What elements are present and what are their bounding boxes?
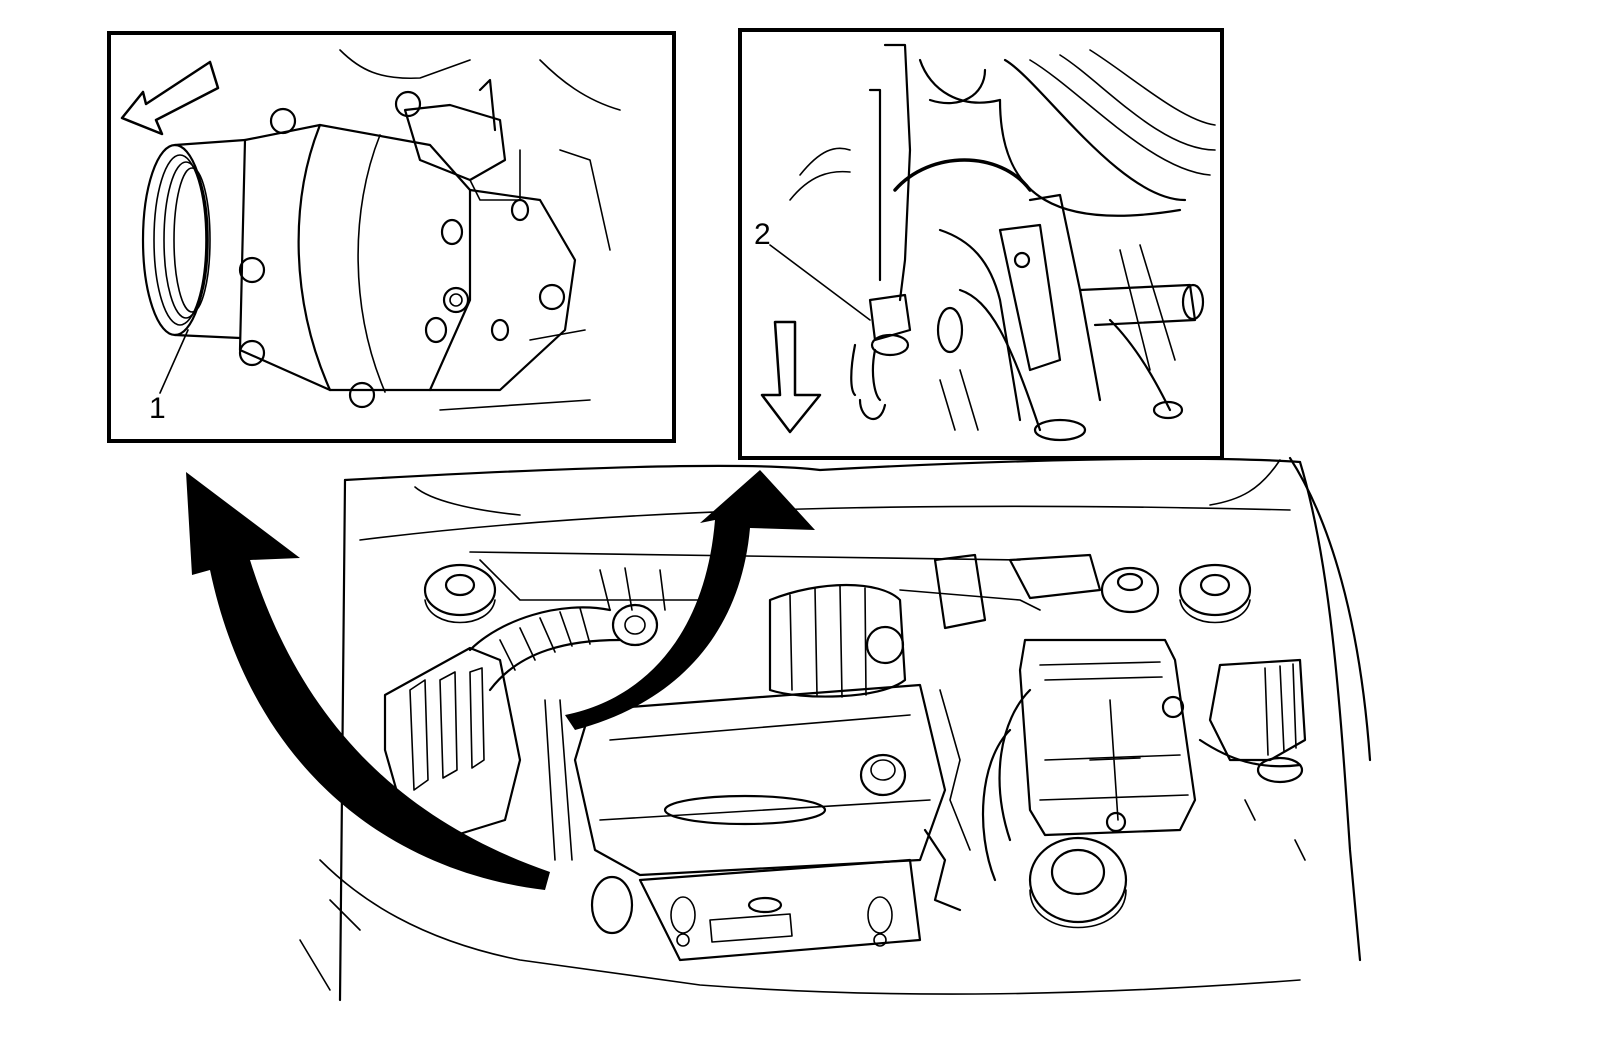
resonator-duct [768,583,907,698]
engine-bay-illustration [299,456,1372,1002]
lower-engine-block [590,858,922,962]
callout-2-leader [769,244,871,321]
hose-assembly [789,43,1216,442]
hose-inset-frame [738,28,1224,460]
hose-inset: 2 [738,28,1224,460]
callout-1-label: 1 [149,392,166,425]
arrow-down-hollow-icon [760,320,822,434]
engine-valve-cover [573,683,947,877]
fuse-box [1198,658,1307,861]
curved-arrow-to-compressor-icon [186,472,550,890]
reservoir-caps [1028,566,1160,929]
left-strut-mount [423,563,497,624]
callout-2-label: 2 [754,218,771,251]
air-cleaner-box [383,646,522,842]
compressor-inset: 1 [107,31,676,443]
callout-1-leader [159,329,189,394]
intake-duct [468,603,659,692]
arrow-left-hollow-icon [120,60,220,136]
ac-compressor [141,49,621,411]
battery [981,638,1197,882]
compressor-inset-frame [107,31,676,443]
right-strut-mount [1178,563,1252,624]
firewall-lines [469,551,1102,912]
